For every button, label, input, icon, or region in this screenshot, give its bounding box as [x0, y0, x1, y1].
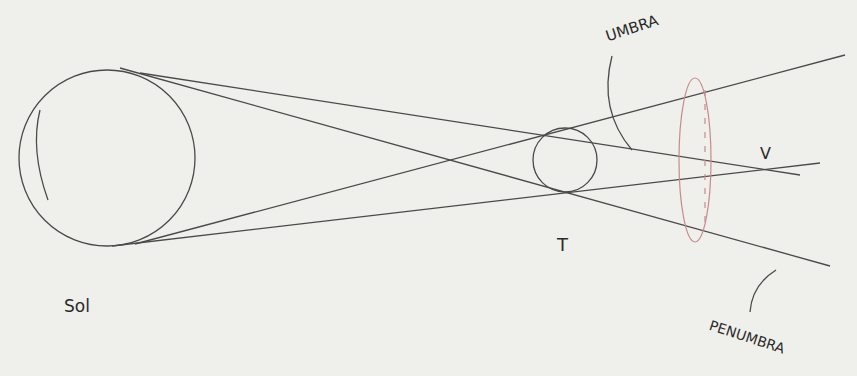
leader-line: [608, 56, 632, 150]
earth-label: T: [557, 236, 568, 254]
sun-label: Sol: [64, 298, 90, 315]
earth-circle: [533, 128, 597, 192]
umbra-label: UMBRA: [604, 13, 660, 44]
umbra-line: [140, 73, 800, 175]
sun-arc-mark: [36, 110, 48, 200]
ellipse-dash: [704, 90, 705, 230]
sun-circle: [19, 70, 195, 246]
penumbra-line: [135, 55, 845, 244]
shadow-ellipse: [679, 78, 711, 242]
leader-line: [750, 270, 776, 312]
penumbra-line: [120, 68, 830, 266]
vertex-label: V: [760, 146, 771, 162]
penumbra-label: PENUMBRA: [708, 318, 787, 356]
